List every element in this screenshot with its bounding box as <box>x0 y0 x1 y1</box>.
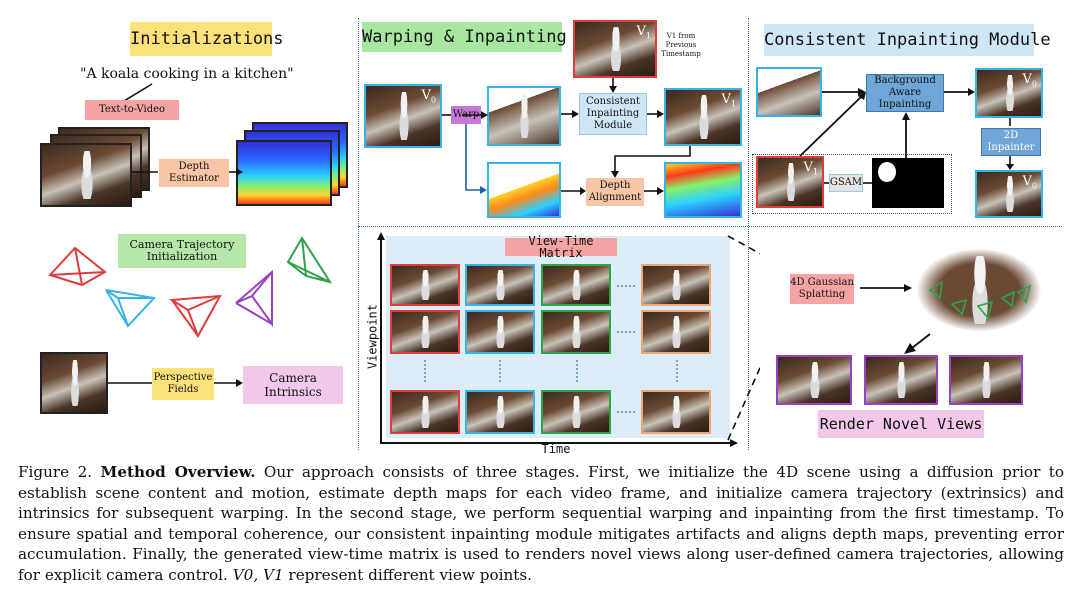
depth-estimator-label: Depth Estimator <box>159 159 229 187</box>
camera-intrinsics-label: Camera Intrinsics <box>243 366 343 404</box>
depth-stack-front <box>236 140 332 206</box>
warped-depth <box>487 162 561 218</box>
camera-frustums <box>48 168 333 387</box>
gsam-mask <box>872 158 944 208</box>
cim-title: Consistent Inpainting Module <box>764 24 1051 56</box>
frustum-blue <box>105 289 156 328</box>
matrix-cell <box>390 264 460 306</box>
intrinsics-frame <box>40 352 108 414</box>
frustum-red-2 <box>168 294 222 339</box>
caption-tail: represent different view points. <box>283 565 532 584</box>
cim-v0-label-2: V0 <box>1022 174 1037 191</box>
warping-inpainting-title: Warping & Inpainting <box>362 22 567 52</box>
matrix-cell <box>465 310 535 354</box>
caption-bold: Method Overview. <box>100 463 256 481</box>
render-arrows <box>860 280 1032 354</box>
cim-bg-output: V0 <box>975 68 1043 118</box>
caption-label: Figure 2. <box>18 463 93 481</box>
frustum-red-1 <box>48 246 107 287</box>
warped-frame <box>487 86 561 146</box>
divider-horizontal <box>358 226 1062 227</box>
cim-v0-label-1: V0 <box>1022 72 1037 89</box>
initializations-title: Initializations <box>130 22 284 56</box>
caption-math: V0, V1 <box>232 565 284 584</box>
matrix-cell <box>465 390 535 434</box>
cim-v1-frame: V1 <box>756 156 824 208</box>
matrix-cell <box>465 264 535 306</box>
matrix-cell <box>641 264 711 306</box>
gsam-dotted-box <box>752 154 952 214</box>
divider-right <box>748 18 749 450</box>
render-novel-views-title: Render Novel Views <box>818 410 984 438</box>
matrix-cell <box>390 390 460 434</box>
gsam-label: GSAM <box>829 174 863 192</box>
novel-view-2 <box>864 355 938 405</box>
matrix-cell <box>641 310 711 354</box>
warp-arrows <box>442 78 691 195</box>
cim-input-frame <box>756 67 822 117</box>
cim-v1-label: V1 <box>803 160 818 177</box>
v0-frame: V0 <box>364 84 442 148</box>
v1-note: V1 from Previous Timestamp <box>661 32 701 58</box>
video-frame-stack-front <box>40 143 132 207</box>
perspective-fields-label: Perspective Fields <box>152 368 214 400</box>
v1-output-frame: V1 <box>664 88 742 146</box>
background-aware-label: Background Aware Inpainting <box>866 74 944 112</box>
prompt-text: "A koala cooking in a kitchen" <box>80 66 294 82</box>
figure-caption: Figure 2. Method Overview. Our approach … <box>18 462 1064 586</box>
matrix-cell <box>641 390 711 434</box>
gaussian-splatting-label: 4D Gaussian Splatting <box>790 274 854 304</box>
frustum-green <box>286 236 333 284</box>
novel-view-1 <box>776 355 852 405</box>
time-label: Time <box>541 442 571 456</box>
v0-label: V0 <box>421 88 436 105</box>
matrix-cell <box>390 310 460 354</box>
depth-alignment-label: Depth Alignment <box>586 178 644 206</box>
text-to-video-label: Text-to-Video <box>85 100 179 120</box>
camera-trajectory-label: Camera Trajectory Initialization <box>118 234 246 268</box>
matrix-cell <box>541 390 611 434</box>
aligned-depth <box>664 162 742 218</box>
caption-text: Our approach consists of three stages. F… <box>18 463 1065 584</box>
frustum-purple <box>235 269 273 328</box>
cim-final-output: V0 <box>975 170 1043 218</box>
inpainter-2d-label: 2D Inpainter <box>981 128 1041 156</box>
v1-out-label: V1 <box>721 92 736 109</box>
novel-view-3 <box>949 355 1023 405</box>
matrix-cell <box>541 264 611 306</box>
matrix-cell <box>541 310 611 354</box>
divider-left <box>358 18 359 450</box>
cim-arrows <box>799 88 1014 184</box>
prompt-arrow <box>123 83 153 102</box>
matrix-axes <box>377 232 760 447</box>
v1-prev-label: V1 <box>636 24 651 41</box>
consistent-inpainting-label: Consistent Inpainting Module <box>579 93 647 135</box>
v1-previous-frame: V1 <box>573 20 657 78</box>
